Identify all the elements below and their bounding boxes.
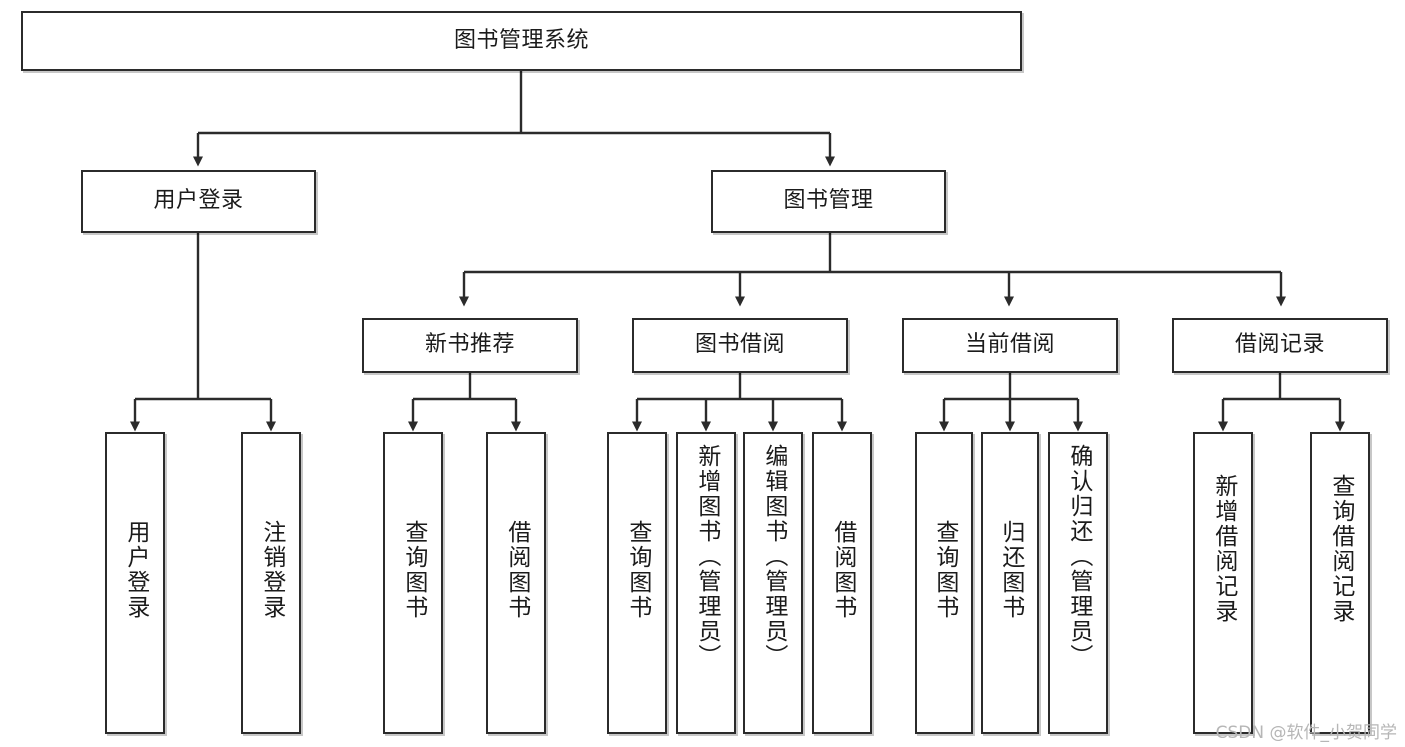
- leaf-edit-book-label: 编辑图书（管理员）: [760, 444, 787, 669]
- leaf-return-book-label: 归还图书: [997, 520, 1024, 620]
- leaf-borrow-book-1-label: 借阅图书: [503, 520, 530, 620]
- leaf-query-book-2[interactable]: 查询图书: [607, 432, 667, 734]
- node-book-borrow[interactable]: 图书借阅: [632, 318, 848, 373]
- node-user-login[interactable]: 用户登录: [81, 170, 316, 233]
- node-root[interactable]: 图书管理系统: [21, 11, 1022, 71]
- leaf-query-record[interactable]: 查询借阅记录: [1310, 432, 1370, 734]
- leaf-add-book-label: 新增图书（管理员）: [693, 444, 720, 669]
- leaf-borrow-book-2-label: 借阅图书: [829, 520, 856, 620]
- node-book-manage[interactable]: 图书管理: [711, 170, 946, 233]
- leaf-confirm-return-label: 确认归还（管理员）: [1065, 444, 1092, 669]
- leaf-add-book[interactable]: 新增图书（管理员）: [676, 432, 736, 734]
- leaf-add-record-label: 新增借阅记录: [1210, 474, 1237, 624]
- leaf-borrow-book-2[interactable]: 借阅图书: [812, 432, 872, 734]
- node-new-book-rec-label: 新书推荐: [424, 332, 515, 358]
- node-user-login-label: 用户登录: [153, 188, 244, 214]
- leaf-logout-label: 注销登录: [258, 520, 285, 620]
- node-current-borrow-label: 当前借阅: [964, 332, 1055, 358]
- leaf-query-book-3[interactable]: 查询图书: [915, 432, 973, 734]
- node-current-borrow[interactable]: 当前借阅: [902, 318, 1118, 373]
- node-root-label: 图书管理系统: [453, 27, 589, 53]
- leaf-query-book-1[interactable]: 查询图书: [383, 432, 443, 734]
- leaf-return-book[interactable]: 归还图书: [981, 432, 1039, 734]
- leaf-user-login-label: 用户登录: [122, 520, 149, 620]
- leaf-confirm-return[interactable]: 确认归还（管理员）: [1048, 432, 1108, 734]
- node-borrow-record[interactable]: 借阅记录: [1172, 318, 1388, 373]
- node-borrow-record-label: 借阅记录: [1234, 332, 1325, 358]
- leaf-query-book-2-label: 查询图书: [624, 520, 651, 620]
- leaf-edit-book[interactable]: 编辑图书（管理员）: [743, 432, 803, 734]
- node-book-borrow-label: 图书借阅: [694, 332, 785, 358]
- watermark: CSDN @软件_小贺同学: [1215, 723, 1397, 743]
- leaf-logout[interactable]: 注销登录: [241, 432, 301, 734]
- leaf-add-record[interactable]: 新增借阅记录: [1193, 432, 1253, 734]
- node-book-manage-label: 图书管理: [783, 188, 874, 214]
- leaf-query-book-3-label: 查询图书: [931, 520, 958, 620]
- leaf-borrow-book-1[interactable]: 借阅图书: [486, 432, 546, 734]
- leaf-query-record-label: 查询借阅记录: [1327, 474, 1354, 624]
- node-new-book-rec[interactable]: 新书推荐: [362, 318, 578, 373]
- leaf-user-login[interactable]: 用户登录: [105, 432, 165, 734]
- leaf-query-book-1-label: 查询图书: [400, 520, 427, 620]
